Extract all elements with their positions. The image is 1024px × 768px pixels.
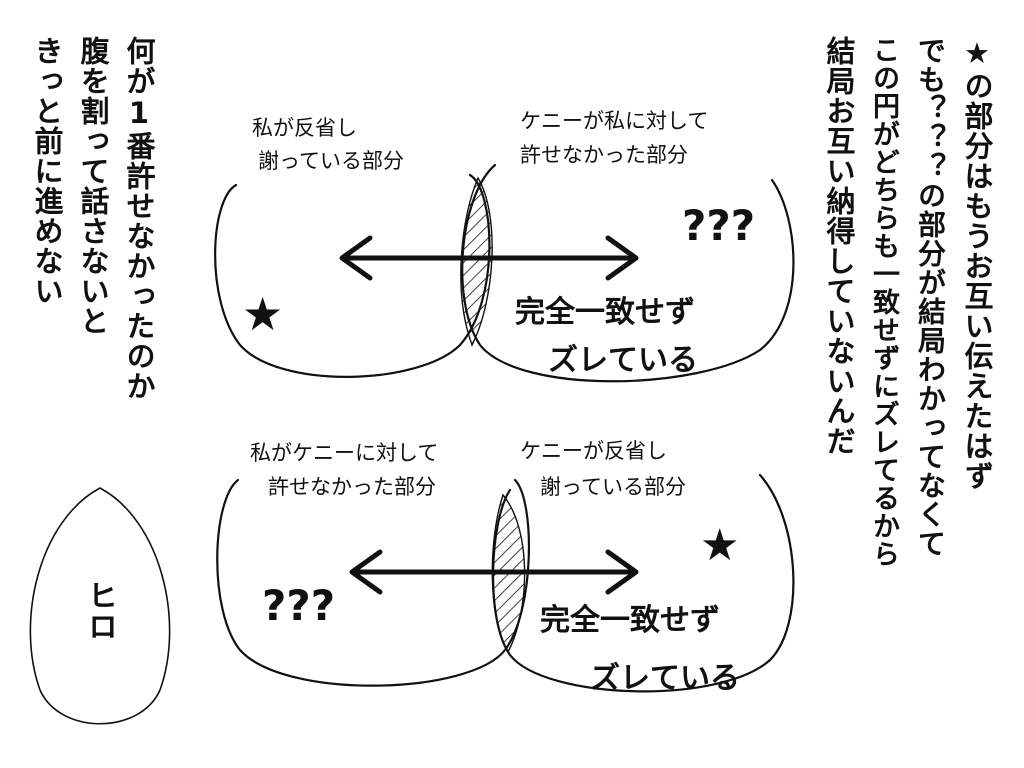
speaker-name: ヒロ [82, 580, 117, 642]
top-mismatch-line2: ズレている [548, 343, 698, 378]
bottom-star-icon: ★ [700, 520, 739, 571]
narration-col-1: ★の部分はもうお互い伝えたはず [960, 36, 994, 491]
top-right-label-line1: ケニーが私に対して [520, 109, 708, 133]
left-text-col-3: きっと前に進めない [30, 36, 64, 306]
top-star-icon: ★ [242, 287, 283, 341]
bottom-right-label-line2: 謝っている部分 [540, 475, 686, 499]
top-left-circle [214, 173, 491, 378]
bottom-right-label-line1: ケニーが反省し [520, 439, 667, 463]
narration-col-3: この円がどちらも一致せずにズレてるから [868, 36, 899, 568]
bottom-left-circle [216, 478, 531, 687]
left-text-col-2: 腹を割って話さないと [76, 36, 110, 336]
speech-bubble [29, 487, 171, 725]
top-overlap-hatch [460, 176, 493, 347]
top-left-label-line1: 私が反省し [252, 116, 357, 140]
narration-col-2: でも？？？の部分が結局わかってなくて [914, 36, 947, 558]
bottom-left-label-line1: 私がケニーに対して [250, 441, 438, 465]
bottom-question-marks: ??? [262, 581, 335, 630]
bottom-mismatch-line1: 完全一致せず [540, 603, 720, 638]
top-question-marks: ??? [682, 201, 755, 250]
top-left-label-line2: 謝っている部分 [258, 149, 404, 173]
top-diagram: 私が反省し 謝っている部分 ケニーが私に対して 許せなかった部分 ★ ??? 完… [214, 109, 795, 383]
bottom-left-label-line2: 許せなかった部分 [268, 475, 436, 499]
top-mismatch-line1: 完全一致せず [515, 295, 695, 330]
narration-col-4: 結局お互い納得していないんだ [822, 36, 856, 456]
bottom-mismatch-line2: ズレている [590, 661, 740, 696]
left-text-col-1: 何が1番許せなかったのか [122, 36, 156, 401]
top-right-label-line2: 許せなかった部分 [520, 143, 688, 167]
bottom-right-circle [492, 473, 795, 693]
bottom-diagram: 私がケニーに対して 許せなかった部分 ケニーが反省し 謝っている部分 ★ ???… [216, 439, 795, 696]
